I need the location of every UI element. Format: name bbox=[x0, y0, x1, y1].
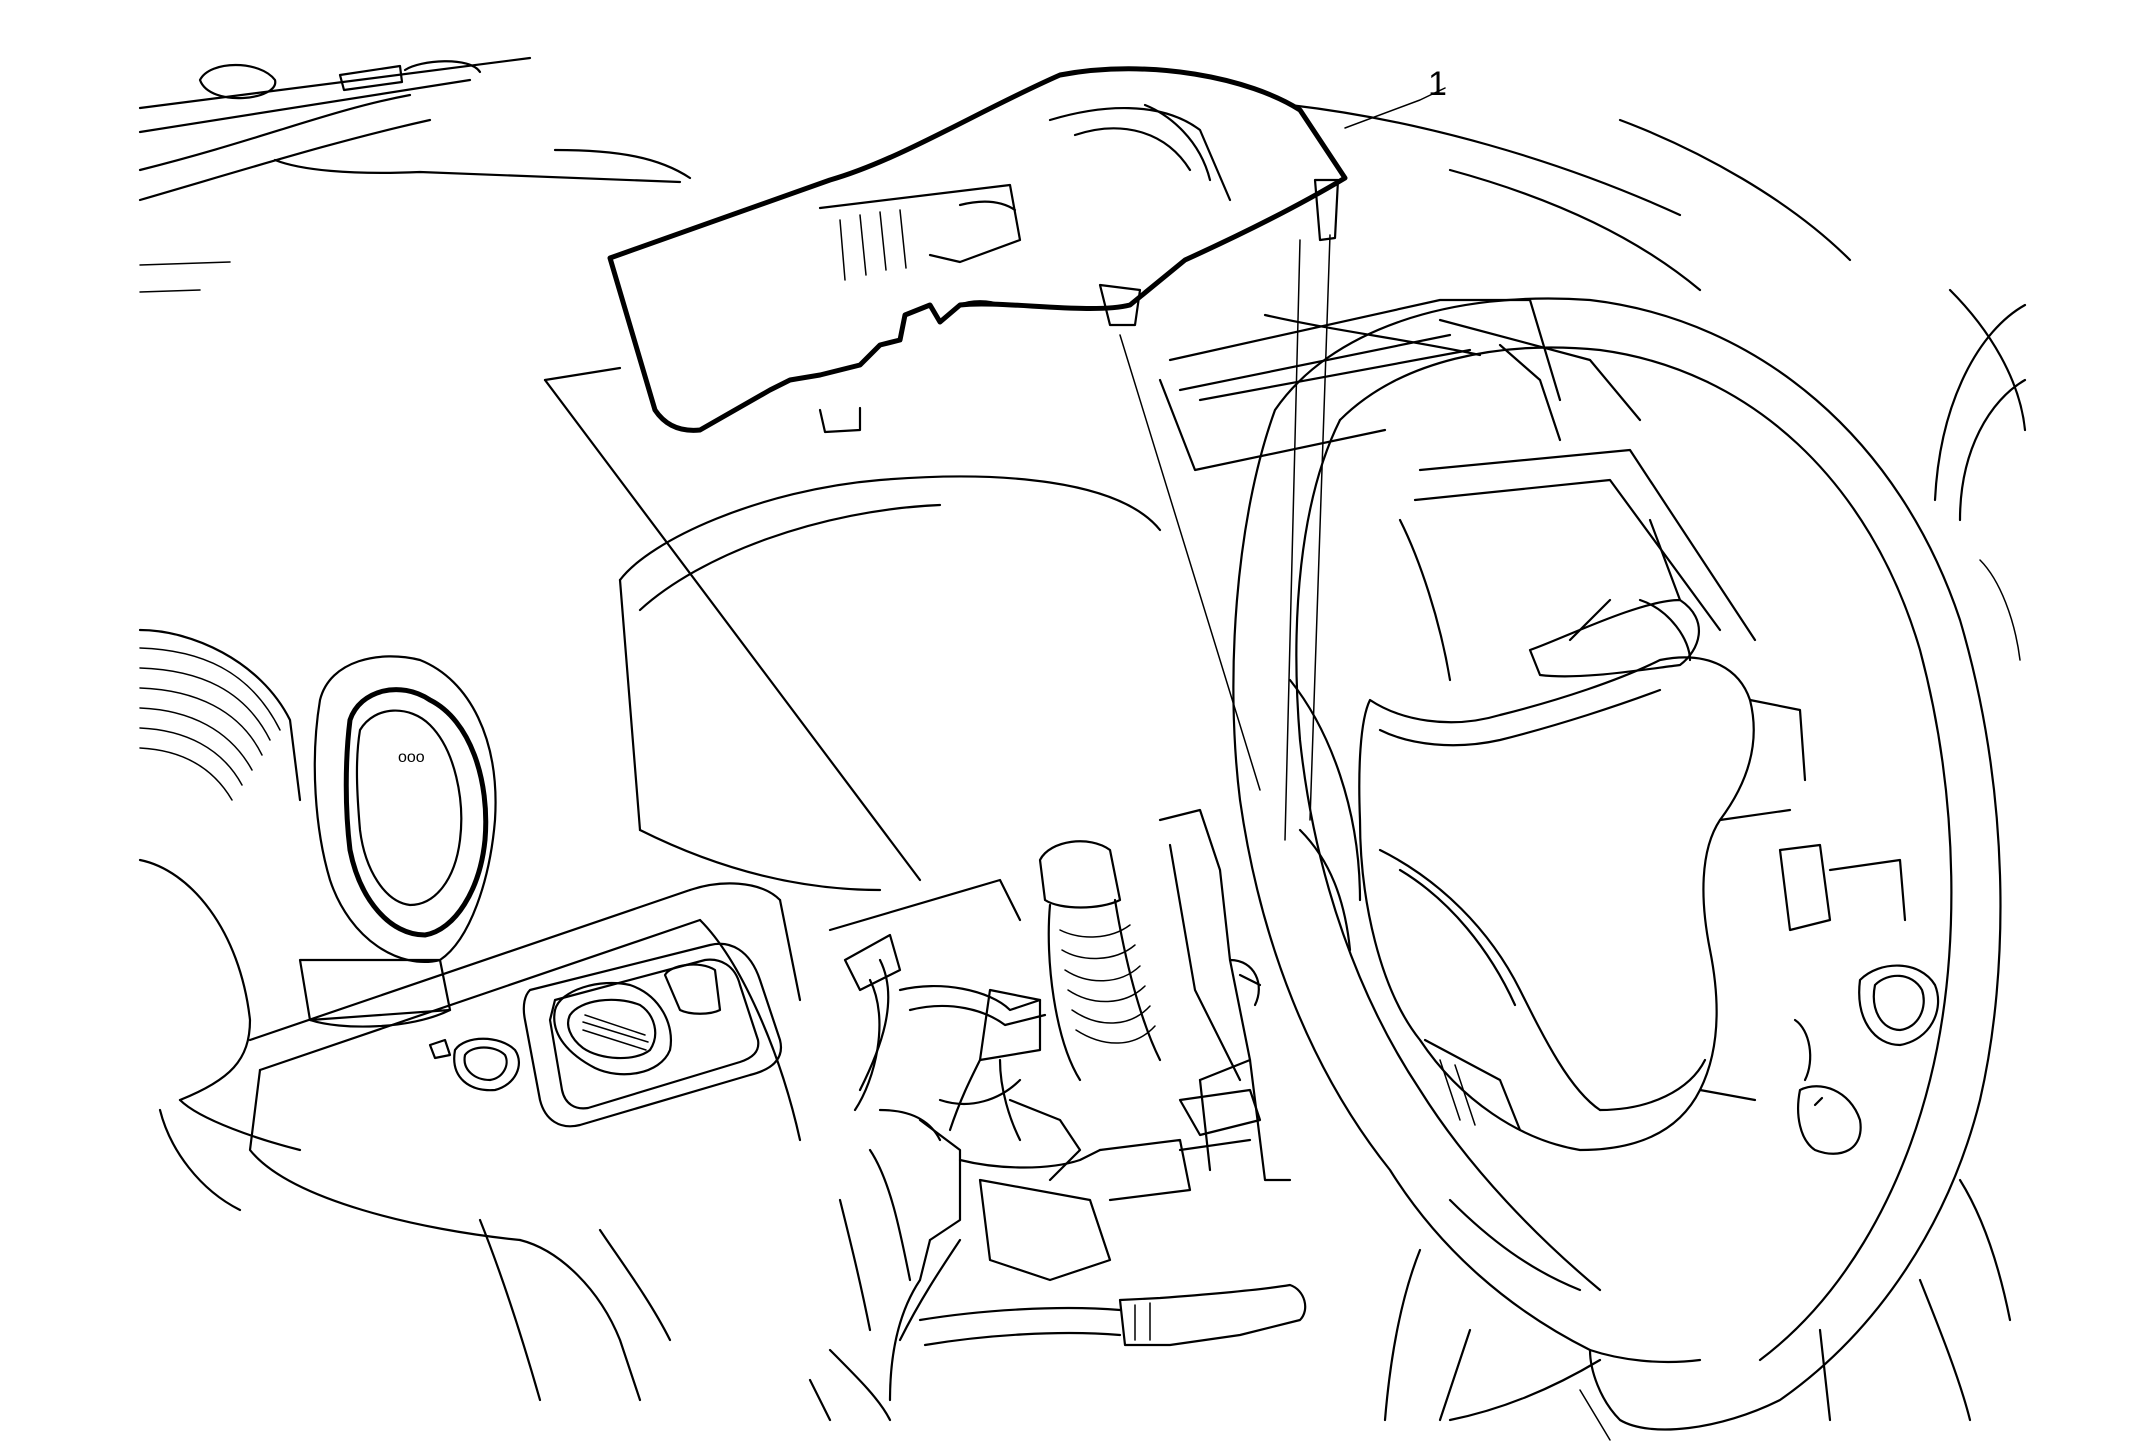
steering-column-upper-cover bbox=[607, 66, 1348, 434]
mirror-switch-panel bbox=[428, 942, 783, 1128]
center-console-top bbox=[1158, 298, 1757, 682]
steering-wheel-airbag bbox=[1358, 656, 1807, 1152]
steering-column-assembly bbox=[1038, 808, 1292, 1182]
dash-panel-outline bbox=[543, 234, 1482, 882]
callout-1-label: 1 bbox=[1428, 65, 1447, 103]
callout-1: 1 bbox=[1344, 65, 1447, 129]
pedal-lever bbox=[808, 1283, 1307, 1422]
steering-wheel bbox=[1232, 297, 2002, 1431]
lower-right-floor bbox=[1383, 1178, 2012, 1441]
dashboard-top-right bbox=[1288, 103, 2027, 661]
under-dash-wiring bbox=[828, 878, 1252, 1402]
vent-dots: ooo bbox=[398, 749, 425, 766]
lower-left-dash-panel bbox=[158, 882, 802, 1402]
dashboard-top-left bbox=[138, 56, 692, 293]
round-air-vent: ooo bbox=[298, 655, 497, 1028]
right-stalk-controls bbox=[1778, 843, 1940, 1155]
left-air-vent bbox=[138, 628, 302, 1152]
instrument-cluster-hood bbox=[618, 475, 1162, 892]
